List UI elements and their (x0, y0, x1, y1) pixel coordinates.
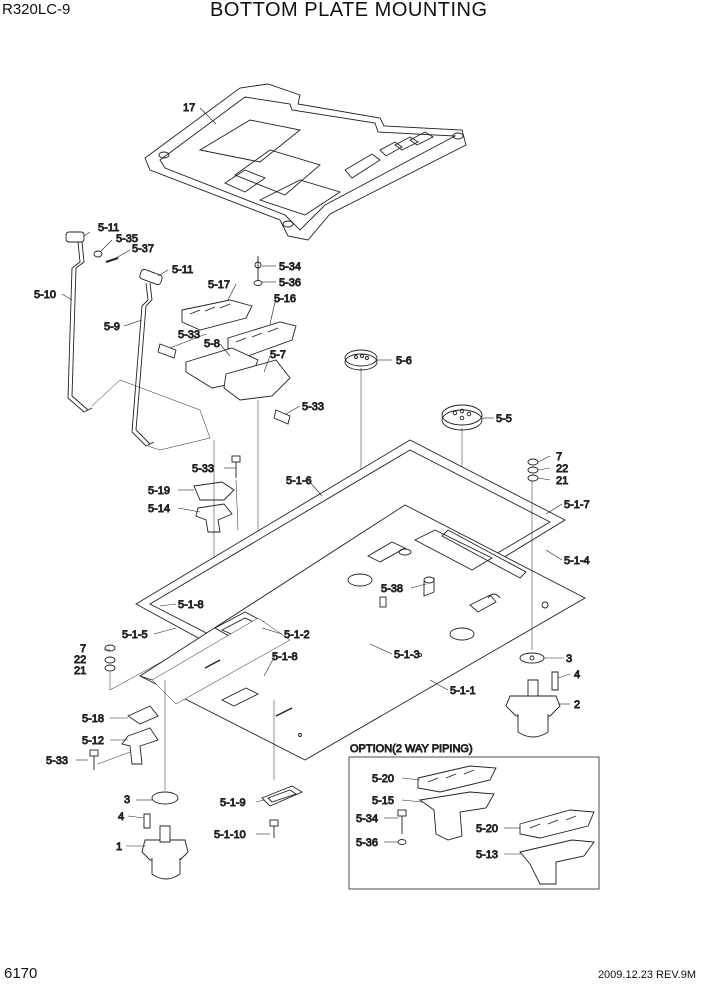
callout-5-1-3: 5-1-3 (394, 649, 420, 661)
callout-5-33d: 5-33 (46, 755, 68, 767)
callout-5-1-1: 5-1-1 (450, 685, 476, 697)
callout-5-36: 5-36 (279, 277, 301, 289)
callout-4b: 4 (118, 811, 124, 823)
right-mount-part-2 (505, 458, 561, 738)
callout-5-10: 5-10 (34, 289, 56, 301)
callout-21: 21 (556, 475, 568, 487)
callout-5-1-8: 5-1-8 (178, 599, 204, 611)
callout-5-9: 5-9 (104, 321, 120, 333)
callout-7: 7 (556, 451, 562, 463)
cover-part-5-1-9 (261, 700, 303, 838)
callout-5-1-8b: 5-1-8 (272, 651, 298, 663)
callout-2: 2 (574, 699, 580, 711)
callout-5-11: 5-11 (98, 222, 119, 234)
callout-5-33b: 5-33 (302, 401, 324, 413)
callout-5-6: 5-6 (396, 355, 412, 367)
option-box-title: OPTION(2 WAY PIPING) (350, 743, 473, 755)
callout-4: 4 (574, 669, 580, 681)
revision-date: 2009.12.23 REV.9M (597, 969, 696, 981)
callout-5-12: 5-12 (82, 735, 104, 747)
option-box (348, 756, 600, 890)
callout-5-38: 5-38 (381, 583, 403, 595)
callout-5-1-10: 5-1-10 (214, 829, 246, 841)
callout-5-1-9: 5-1-9 (220, 797, 246, 809)
callout-5-1-5: 5-1-5 (122, 629, 148, 641)
callout-5-17: 5-17 (208, 279, 230, 291)
callout-5-33: 5-33 (178, 329, 200, 341)
callout-17: 17 (183, 102, 195, 114)
bottom-plate-part-5-1-1 (139, 504, 586, 761)
callout-5-18: 5-18 (82, 713, 104, 725)
callout-5-1-6: 5-1-6 (286, 475, 312, 487)
page-title: BOTTOM PLATE MOUNTING (210, 0, 488, 21)
callout-5-20: 5-20 (372, 773, 394, 785)
callout-5-14: 5-14 (148, 503, 170, 515)
callout-5-19: 5-19 (148, 485, 170, 497)
callout-22b: 22 (74, 654, 86, 666)
callout-5-16: 5-16 (274, 293, 296, 305)
leader-lines (61, 107, 571, 855)
callout-5-35: 5-35 (116, 233, 138, 245)
callout-labels: 17 5-11 5-35 5-37 5-10 5-11 5-9 5-34 5-3… (34, 102, 591, 862)
model-code: R320LC-9 (2, 1, 71, 18)
callout-21b: 21 (74, 665, 86, 677)
callout-3b: 3 (124, 794, 130, 806)
callout-5-7: 5-7 (270, 349, 286, 361)
callout-5-8: 5-8 (204, 338, 220, 350)
callout-5-5: 5-5 (496, 413, 512, 425)
callout-5-1-4: 5-1-4 (564, 555, 590, 567)
callout-5-36b: 5-36 (356, 837, 378, 849)
callout-5-1-7: 5-1-7 (564, 499, 590, 511)
callout-5-15: 5-15 (372, 795, 394, 807)
callout-5-37: 5-37 (132, 243, 154, 255)
callout-5-11b: 5-11 (172, 264, 193, 276)
callout-5-33c: 5-33 (192, 463, 214, 475)
top-cover-part-17 (144, 83, 467, 241)
page-number: 6170 (4, 965, 38, 982)
callout-1: 1 (116, 841, 122, 853)
callout-3: 3 (566, 653, 572, 665)
callout-7b: 7 (80, 643, 86, 655)
callout-5-13: 5-13 (476, 849, 498, 861)
callout-5-34: 5-34 (279, 261, 301, 273)
control-rods (65, 231, 211, 451)
pedal-brackets (157, 256, 297, 700)
callout-5-20b: 5-20 (476, 823, 498, 835)
callout-5-1-2: 5-1-2 (284, 629, 310, 641)
left-mount-part-1 (89, 644, 189, 880)
callout-22: 22 (556, 463, 568, 475)
callout-5-34b: 5-34 (356, 813, 378, 825)
